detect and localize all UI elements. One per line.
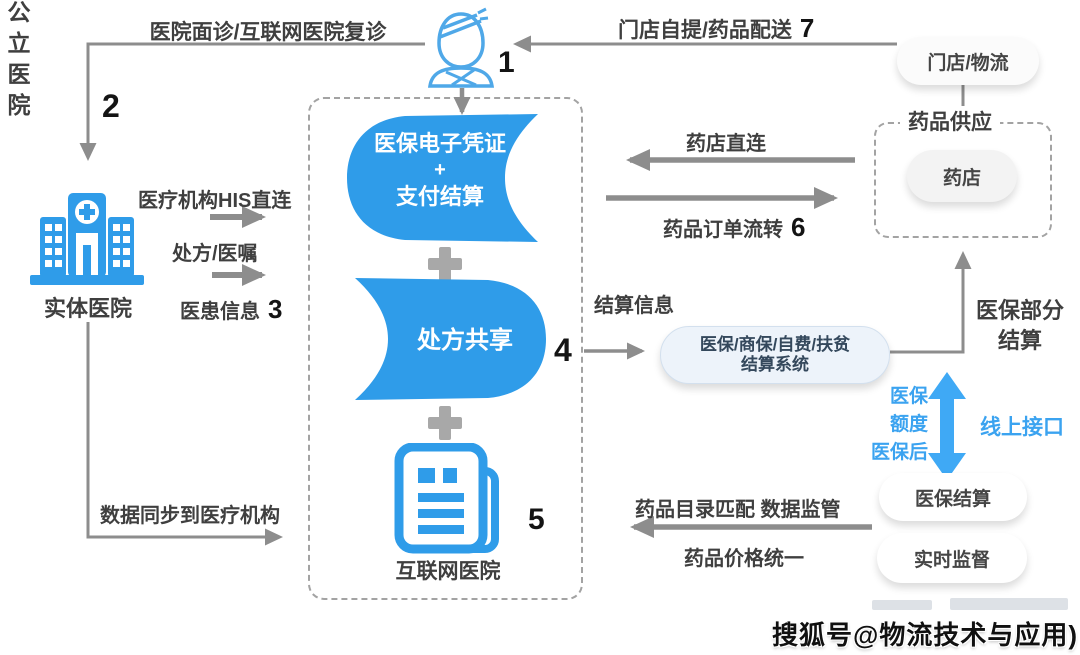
settlement-system-pill: 医保/商保/自费/扶贫 结算系统 bbox=[660, 326, 890, 384]
settlement-system-line1: 医保/商保/自费/扶贫 bbox=[699, 334, 851, 354]
step-1: 1 bbox=[498, 46, 515, 79]
step-6: 6 bbox=[791, 212, 806, 242]
insurance-partial-line1: 医保部分 bbox=[975, 298, 1064, 323]
card1-plus: + bbox=[434, 158, 446, 181]
covered-text-remnant bbox=[872, 600, 932, 610]
drug-supply-title: 药品供应 bbox=[900, 106, 1000, 136]
step-4: 4 bbox=[554, 332, 572, 368]
edge-pharmacy-direct: 药店直连 bbox=[686, 133, 766, 155]
internet-hospital-label: 互联网医院 bbox=[395, 560, 501, 583]
edge-price-unify: 药品价格统一 bbox=[684, 548, 804, 570]
watermark: 搜狐号@物流技术与应用) bbox=[771, 620, 1078, 650]
prescription-share-card bbox=[355, 278, 546, 400]
settlement-system-line2: 结算系统 bbox=[741, 355, 809, 374]
edge-store-pickup: 门店自提/药品配送 7 bbox=[618, 13, 814, 44]
pharmacy-pill: 药店 bbox=[907, 150, 1017, 202]
insurance-quota-label: 医保 额度 医保后 bbox=[856, 383, 928, 467]
pharmacy-label: 药店 bbox=[942, 167, 981, 189]
center-platform-box bbox=[308, 97, 583, 600]
internet-hospital-icon bbox=[394, 443, 499, 554]
step-7: 7 bbox=[799, 13, 815, 43]
edge-catalog-match: 药品目录匹配 数据监管 bbox=[635, 499, 841, 521]
realtime-monitor-label: 实时监督 bbox=[913, 549, 990, 571]
step-2: 2 bbox=[102, 88, 120, 124]
edge-prescription: 处方/医嘱 bbox=[172, 243, 258, 265]
step-3: 3 bbox=[268, 294, 283, 324]
covered-text-remnant bbox=[950, 598, 1068, 610]
insurance-settlement-label: 医保结算 bbox=[914, 488, 991, 510]
insurance-voucher-card bbox=[347, 114, 538, 242]
store-logistics-label: 门店/物流 bbox=[927, 52, 1009, 74]
edge-store-pickup-text: 门店自提/药品配送 bbox=[618, 18, 792, 42]
edge-order-flow: 药品订单流转 6 bbox=[663, 212, 805, 243]
card1-line2: 支付结算 bbox=[395, 183, 484, 209]
plus-connector-icon bbox=[428, 406, 462, 440]
edge-his-direct: 医疗机构HIS直连 bbox=[138, 190, 292, 212]
edge-order-flow-text: 药品订单流转 bbox=[663, 219, 783, 241]
patient-icon bbox=[427, 7, 495, 88]
edge-data-sync: 数据同步到医疗机构 bbox=[100, 505, 280, 527]
hospital-icon bbox=[30, 193, 144, 285]
step-5: 5 bbox=[528, 503, 545, 536]
store-logistics-pill: 门店/物流 bbox=[897, 37, 1039, 85]
online-interface-label: 线上接口 bbox=[980, 416, 1064, 439]
physical-hospital-label: 实体医院 bbox=[43, 296, 132, 321]
insurance-partial-line2: 结算 bbox=[997, 327, 1042, 353]
prescription-share-text: 处方共享 bbox=[417, 327, 513, 354]
quota-line2: 额度 bbox=[889, 414, 928, 435]
realtime-monitor-pill: 实时监督 bbox=[877, 533, 1027, 583]
quota-line1: 医保 bbox=[889, 386, 928, 407]
insurance-voucher-text: 医保电子凭证 + 支付结算 bbox=[355, 130, 525, 210]
edge-settle-info: 结算信息 bbox=[594, 295, 674, 317]
card1-line1: 医保电子凭证 bbox=[373, 131, 506, 156]
quota-line3: 医保后 bbox=[870, 442, 928, 463]
edge-patient-info: 医患信息 3 bbox=[180, 294, 282, 325]
insurance-settlement-pill: 医保结算 bbox=[879, 473, 1027, 521]
online-interface-arrow-icon bbox=[928, 372, 966, 480]
insurance-partial-label: 医保部分 结算 bbox=[965, 296, 1075, 355]
edge-hospital-visit: 医院面诊/互联网医院复诊 bbox=[149, 21, 387, 44]
edge-patient-info-text: 医患信息 bbox=[180, 301, 260, 323]
public-hospital-label: 公立医院 bbox=[4, 0, 30, 124]
plus-connector-icon bbox=[428, 247, 462, 281]
